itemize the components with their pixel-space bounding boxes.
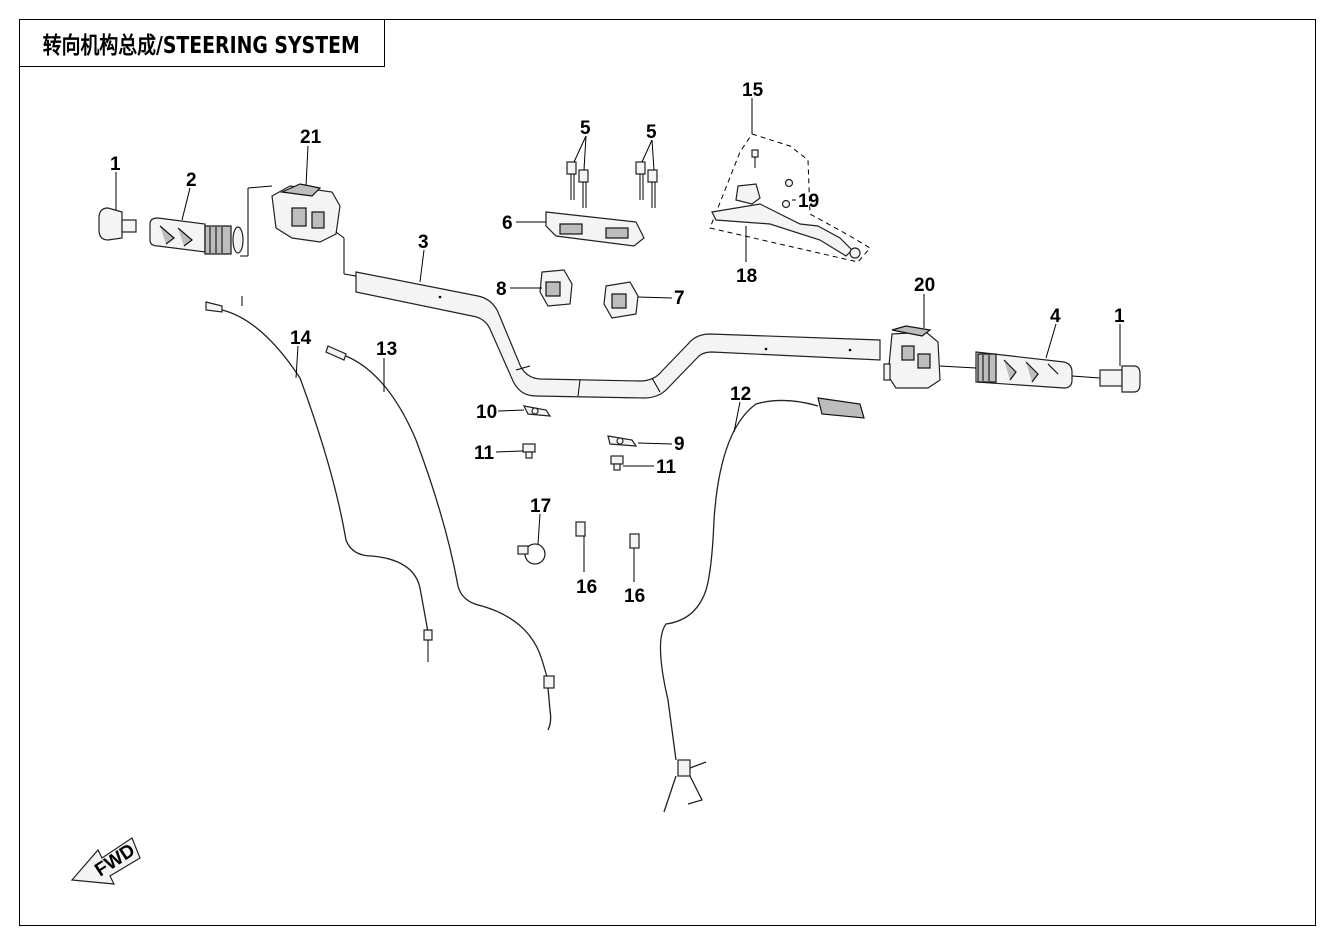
callout-6: 6 — [502, 213, 513, 234]
title-block: 转向机构总成/STEERING SYSTEM — [19, 19, 385, 67]
page-title: 转向机构总成/STEERING SYSTEM — [43, 32, 360, 59]
throttle-cable-14 — [205, 296, 433, 662]
grip-left — [149, 217, 244, 255]
callout-11-right: 11 — [656, 457, 677, 478]
callout-10: 10 — [476, 402, 497, 423]
clip-17 — [517, 543, 546, 565]
callout-5-right: 5 — [646, 122, 657, 143]
grip-right — [939, 351, 1101, 389]
callout-9: 9 — [674, 434, 685, 455]
handlebar — [355, 271, 881, 399]
switch-housing-left — [240, 183, 357, 277]
forward-direction-arrow: FWD — [70, 837, 141, 885]
drawing-frame — [19, 19, 1316, 926]
callout-11-left: 11 — [474, 443, 495, 464]
bar-end-cap-left — [98, 207, 137, 241]
callout-8: 8 — [496, 279, 507, 300]
hardware-bracket-10 — [522, 405, 552, 417]
throttle-cable-13 — [325, 345, 555, 731]
callout-12: 12 — [730, 384, 751, 405]
bolt-11-right — [610, 455, 624, 471]
switch-housing-right — [883, 325, 941, 389]
callout-21: 21 — [300, 127, 322, 148]
callout-20: 20 — [914, 275, 935, 296]
callout-16-left: 16 — [576, 577, 597, 598]
callout-7: 7 — [674, 288, 685, 309]
hardware-bracket-9 — [607, 435, 638, 447]
nut-16-left — [575, 521, 586, 537]
callout-17: 17 — [530, 496, 551, 517]
callout-14: 14 — [290, 328, 312, 349]
nut-16-right — [629, 533, 640, 549]
callout-13: 13 — [376, 339, 397, 360]
callout-4: 4 — [1050, 306, 1061, 327]
front-brake-cable-12 — [659, 397, 865, 813]
callout-5-left: 5 — [580, 118, 591, 139]
callout-2: 2 — [186, 170, 197, 191]
clamp-bolts — [566, 161, 658, 208]
callout-1-left: 1 — [110, 154, 121, 175]
lower-clamp-right — [603, 281, 639, 319]
callout-19: 19 — [798, 191, 819, 212]
leader-lines — [115, 98, 1121, 582]
clutch-lever-assembly — [709, 133, 871, 263]
bar-end-cap-right — [1099, 365, 1141, 393]
upper-clamp — [545, 211, 645, 247]
callout-3: 3 — [418, 232, 429, 253]
lower-clamp-left — [539, 269, 573, 307]
callout-15: 15 — [742, 80, 764, 101]
callout-labels: 1 1 2 3 4 5 5 6 7 8 9 10 11 11 12 13 14 … — [110, 80, 1125, 607]
bolt-11-left — [522, 443, 536, 459]
callout-18: 18 — [736, 266, 757, 287]
callout-16-right: 16 — [624, 586, 645, 607]
callout-1-right: 1 — [1114, 306, 1125, 327]
